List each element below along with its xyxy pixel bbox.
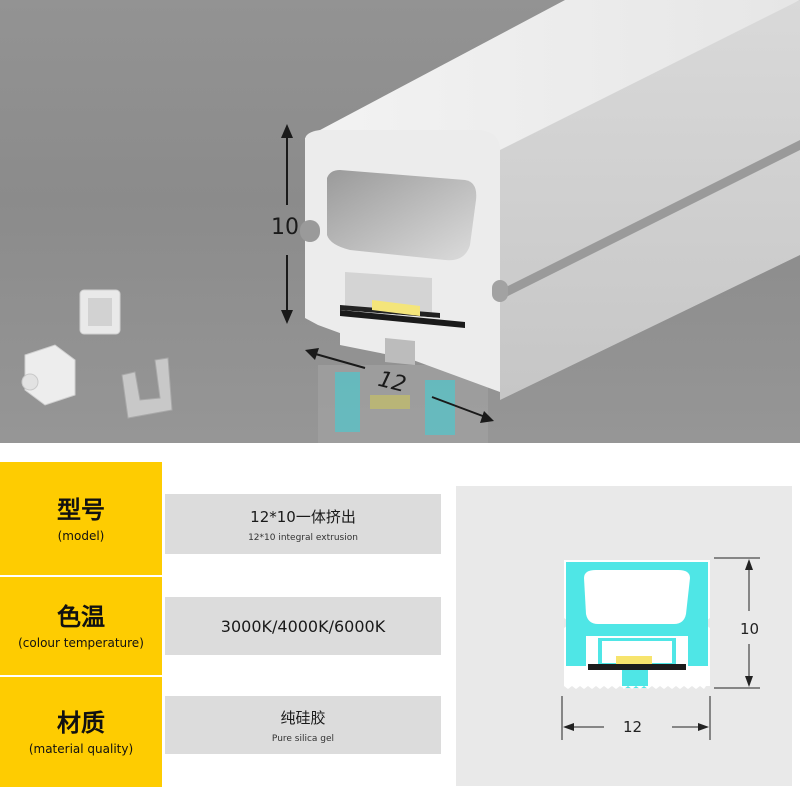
strip-side-face — [500, 0, 800, 400]
spec-value-subtext: Pure silica gel — [271, 733, 335, 744]
end-cap-accessory — [79, 289, 121, 335]
width-dimension-line — [561, 696, 711, 740]
neon-strip-illustration — [21, 0, 800, 443]
width-dimension-arrow — [305, 348, 494, 423]
spec-title: 型号 — [57, 495, 105, 524]
spec-label-colour-temperature: 色温 (colour temperature) — [0, 577, 162, 677]
strip-top-face — [305, 0, 800, 168]
spec-value-colour-temperature: 3000K/4000K/6000K — [165, 597, 441, 655]
light-chamber — [327, 170, 477, 261]
product-render: 10 12 — [0, 0, 800, 443]
height-dimension-arrow — [281, 124, 293, 324]
end-cap-with-cable-accessory — [21, 344, 76, 406]
spec-title: 材质 — [57, 709, 105, 737]
spec-label-material: 材质 (material quality) — [0, 677, 162, 787]
spec-subtitle: (material quality) — [28, 742, 134, 756]
strip-reflection — [318, 365, 488, 443]
led-chip — [616, 656, 652, 664]
spec-value-text: 纯硅胶 — [280, 708, 326, 727]
cross-section-diagram: 10 12 — [456, 486, 792, 786]
height-dimension-label: 10 — [271, 215, 299, 240]
cross-section-drawing — [561, 557, 760, 740]
upper-chamber — [584, 570, 690, 624]
pcb-strip — [588, 664, 686, 670]
height-dimension-line — [714, 557, 760, 689]
spec-value-subtext: 12*10 integral extrusion — [248, 532, 358, 543]
spec-value-text: 12*10一体挤出 — [250, 507, 356, 526]
mounting-clip-accessory — [121, 357, 173, 419]
spec-value-text: 3000K/4000K/6000K — [220, 616, 386, 636]
section-width-label: 12 — [623, 718, 643, 736]
spec-label-model: 型号 (model) — [0, 462, 162, 577]
spec-subtitle: (model) — [57, 528, 105, 543]
spec-title: 色温 — [57, 603, 105, 631]
section-height-label: 10 — [740, 620, 760, 638]
spec-subtitle: (colour temperature) — [18, 636, 144, 650]
spec-value-material: 纯硅胶 Pure silica gel — [165, 696, 441, 754]
spec-value-model: 12*10一体挤出 12*10 integral extrusion — [165, 494, 441, 554]
led-chip — [372, 300, 420, 316]
